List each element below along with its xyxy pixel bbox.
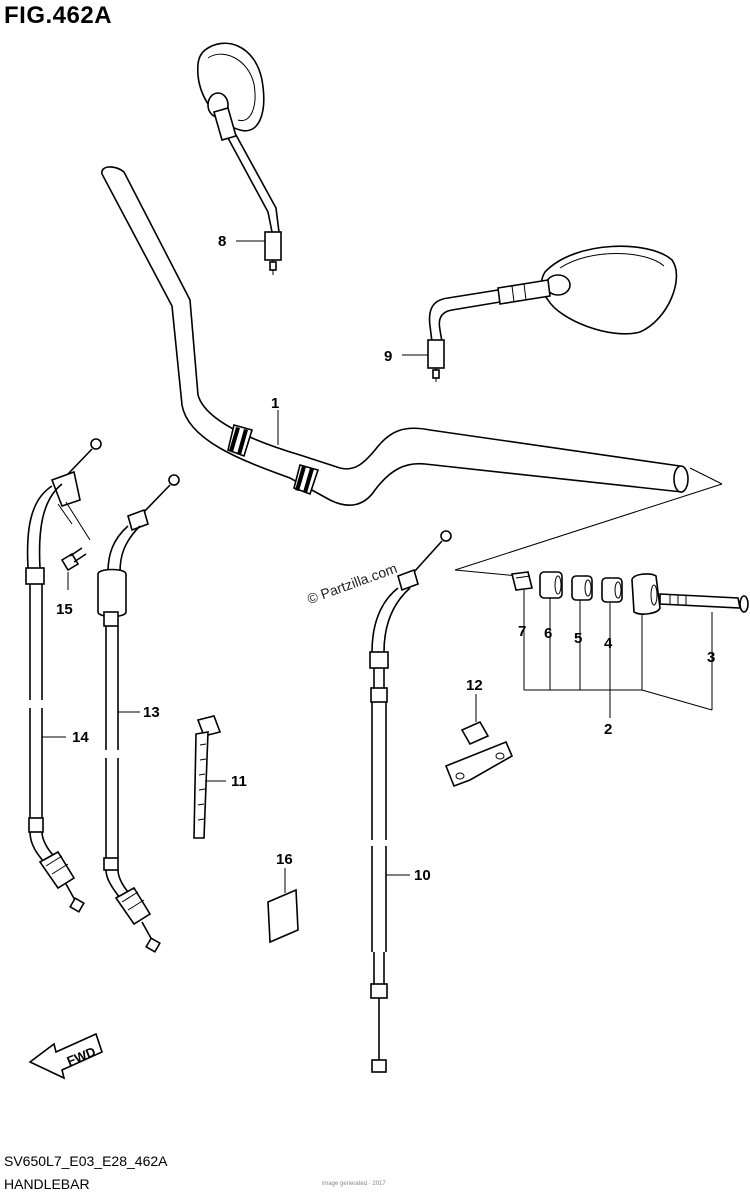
label-16[interactable] <box>267 888 299 944</box>
callout-10: 10 <box>414 867 431 884</box>
callout-6: 6 <box>544 625 552 642</box>
callout-2: 2 <box>604 721 612 738</box>
callout-14: 14 <box>72 729 89 746</box>
spacer-4 <box>601 577 623 603</box>
throttle-cable-14[interactable] <box>25 438 102 913</box>
callout-labels: 1 2 3 4 5 6 7 8 9 10 11 12 13 14 15 16 <box>56 233 715 884</box>
clutch-cable-10[interactable] <box>369 530 452 1073</box>
balancer-weight <box>631 573 661 615</box>
callout-5: 5 <box>574 630 582 647</box>
callout-11: 11 <box>231 773 247 790</box>
balancer-leaders <box>454 467 723 577</box>
mirror-right[interactable] <box>427 245 678 382</box>
fwd-arrow-icon: FWD <box>28 1032 103 1080</box>
callout-12: 12 <box>466 677 483 694</box>
spacer-5 <box>571 575 593 601</box>
tiny-print: image generated · 2017 <box>322 1181 386 1187</box>
figure-title: FIG.462A <box>4 2 113 29</box>
callout-16: 16 <box>276 851 293 868</box>
callout-9: 9 <box>384 348 392 365</box>
callout-7: 7 <box>518 623 526 640</box>
nut-7 <box>511 571 533 591</box>
figure-name: HANDLEBAR <box>4 1176 90 1192</box>
callout-4: 4 <box>604 635 613 652</box>
balancer-assembly[interactable] <box>511 571 749 615</box>
mirror-left[interactable] <box>196 42 282 275</box>
throttle-cable-13[interactable] <box>97 474 180 953</box>
cable-tie-11[interactable] <box>193 715 222 839</box>
holder-12[interactable] <box>444 720 514 788</box>
screw-15[interactable] <box>60 547 87 572</box>
figure-code: SV650L7_E03_E28_462A <box>4 1153 168 1169</box>
callout-3: 3 <box>707 649 715 666</box>
callout-13: 13 <box>143 704 160 721</box>
callout-8: 8 <box>218 233 226 250</box>
ref2-bracket <box>523 590 713 718</box>
spacer-6 <box>539 571 563 599</box>
callout-1: 1 <box>271 395 279 412</box>
callout-15: 15 <box>56 601 73 618</box>
callout-leaders <box>42 240 477 893</box>
handlebar[interactable] <box>101 166 689 506</box>
bolt-3 <box>659 593 741 609</box>
